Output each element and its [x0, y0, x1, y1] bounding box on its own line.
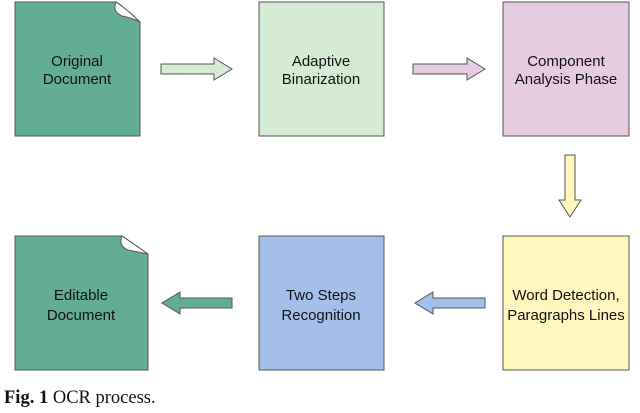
arrow-1: [160, 57, 233, 81]
node-component-analysis-phase: Component Analysis Phase: [502, 1, 630, 137]
node-label-line-1: Original: [51, 53, 103, 70]
node-label-line-1: Word Detection,: [512, 287, 619, 304]
arrow-3: [558, 154, 582, 218]
caption-text: OCR process.: [52, 388, 156, 408]
arrow-4: [414, 291, 486, 315]
node-label-line-1: Editable: [54, 287, 108, 304]
arrow-5: [161, 291, 233, 315]
document-page-curl: [114, 1, 141, 23]
arrow-2: [412, 57, 486, 81]
node-adaptive-binarization: Adaptive Binarization: [258, 1, 385, 137]
node-label-line-2: Analysis Phase: [515, 71, 618, 88]
node-two-steps-recognition: Two Steps Recognition: [258, 235, 385, 371]
node-editable-document: Editable Document: [14, 235, 149, 371]
document-page-curl: [120, 235, 149, 255]
node-label-line-2: Document: [43, 71, 112, 88]
node-label-line-2: Paragraphs Lines: [507, 307, 625, 324]
node-original-document: Original Document: [14, 1, 141, 137]
node-label-line-2: Recognition: [281, 307, 360, 324]
node-label-line-1: Adaptive: [292, 53, 350, 70]
node-label-line-1: Component: [527, 53, 605, 70]
node-word-detection: Word Detection, Paragraphs Lines: [502, 235, 630, 371]
figure-caption: Fig. 1 OCR process.: [4, 386, 156, 410]
node-label-line-1: Two Steps: [286, 287, 356, 304]
figure-number: Fig. 1: [4, 388, 49, 408]
node-label-line-2: Document: [47, 307, 116, 324]
node-label-line-2: Binarization: [282, 71, 360, 88]
